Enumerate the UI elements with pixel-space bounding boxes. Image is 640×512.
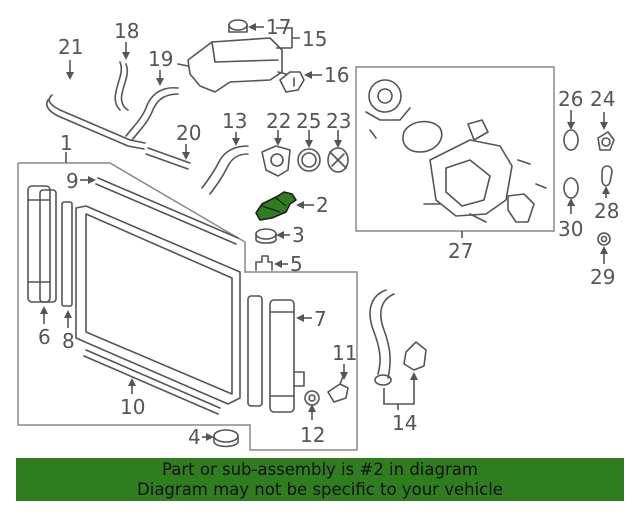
seal-8	[61, 201, 73, 307]
water-pump-group-frame	[355, 66, 555, 232]
sensor-24	[597, 131, 615, 151]
o-ring-30	[563, 177, 579, 199]
thermostat-23	[327, 147, 349, 173]
callout-30: 30	[558, 217, 583, 241]
bracket-16	[279, 71, 305, 93]
callout-28: 28	[594, 199, 619, 223]
gasket-25	[297, 148, 321, 172]
callout-23: 23	[326, 109, 351, 133]
callout-20: 20	[176, 121, 201, 145]
callout-11: 11	[332, 341, 357, 365]
hose-21	[45, 94, 146, 150]
water-pump-27	[365, 79, 547, 223]
radiator-group-frame	[17, 162, 358, 451]
callout-10: 10	[120, 395, 145, 419]
reservoir-tank-15	[177, 19, 287, 93]
hose-18	[114, 61, 129, 111]
callout-15: 15	[302, 27, 327, 51]
callout-22: 22	[266, 109, 291, 133]
callout-12: 12	[300, 423, 325, 447]
gasket-28	[601, 165, 613, 187]
callout-8: 8	[62, 329, 75, 353]
callout-13: 13	[222, 109, 247, 133]
callout-5: 5	[290, 252, 303, 276]
callout-19: 19	[148, 47, 173, 71]
cushion-3	[255, 228, 277, 244]
callout-26: 26	[558, 87, 583, 111]
callout-labels: 21 18 19 17 15 16 20 13 22 25 23 1 9 2 3…	[38, 15, 619, 449]
callout-17: 17	[266, 15, 291, 39]
pipe-20	[145, 147, 191, 170]
callout-27: 27	[448, 239, 473, 263]
hose-14	[369, 289, 427, 386]
banner-line-1: Part or sub-assembly is #2 in diagram	[162, 460, 478, 479]
drain-cock-11	[327, 373, 349, 403]
washer-12	[304, 390, 320, 406]
callout-9: 9	[66, 169, 79, 193]
callout-3: 3	[292, 223, 305, 247]
seal-9	[95, 177, 239, 245]
radiator-core	[75, 205, 241, 405]
callout-7: 7	[314, 307, 327, 331]
radiator-tank-6	[27, 185, 57, 303]
callout-29: 29	[590, 265, 615, 289]
o-ring-26	[563, 129, 579, 151]
radiator-tank-7	[247, 295, 305, 413]
callout-4-lower: 4	[188, 425, 201, 449]
cushion-4	[213, 429, 239, 448]
info-banner: Part or sub-assembly is #2 in diagram Di…	[16, 458, 624, 501]
callout-24: 24	[590, 87, 615, 111]
seal-10	[83, 349, 221, 415]
clip-5	[255, 255, 273, 271]
callout-25: 25	[296, 109, 321, 133]
callout-16: 16	[324, 63, 349, 87]
banner-line-2: Diagram may not be specific to your vehi…	[137, 480, 503, 499]
hose-19	[125, 86, 179, 141]
washer-29	[597, 232, 611, 246]
thermostat-housing-22	[261, 145, 291, 177]
callout-14: 14	[392, 411, 417, 435]
callout-18: 18	[114, 19, 139, 43]
leader-lines	[40, 23, 610, 441]
bracket-2-highlighted	[255, 191, 297, 221]
callout-2: 2	[316, 193, 329, 217]
callout-1: 1	[60, 131, 73, 155]
callout-6: 6	[38, 325, 51, 349]
hose-13	[201, 145, 249, 195]
callout-21: 21	[58, 35, 83, 59]
